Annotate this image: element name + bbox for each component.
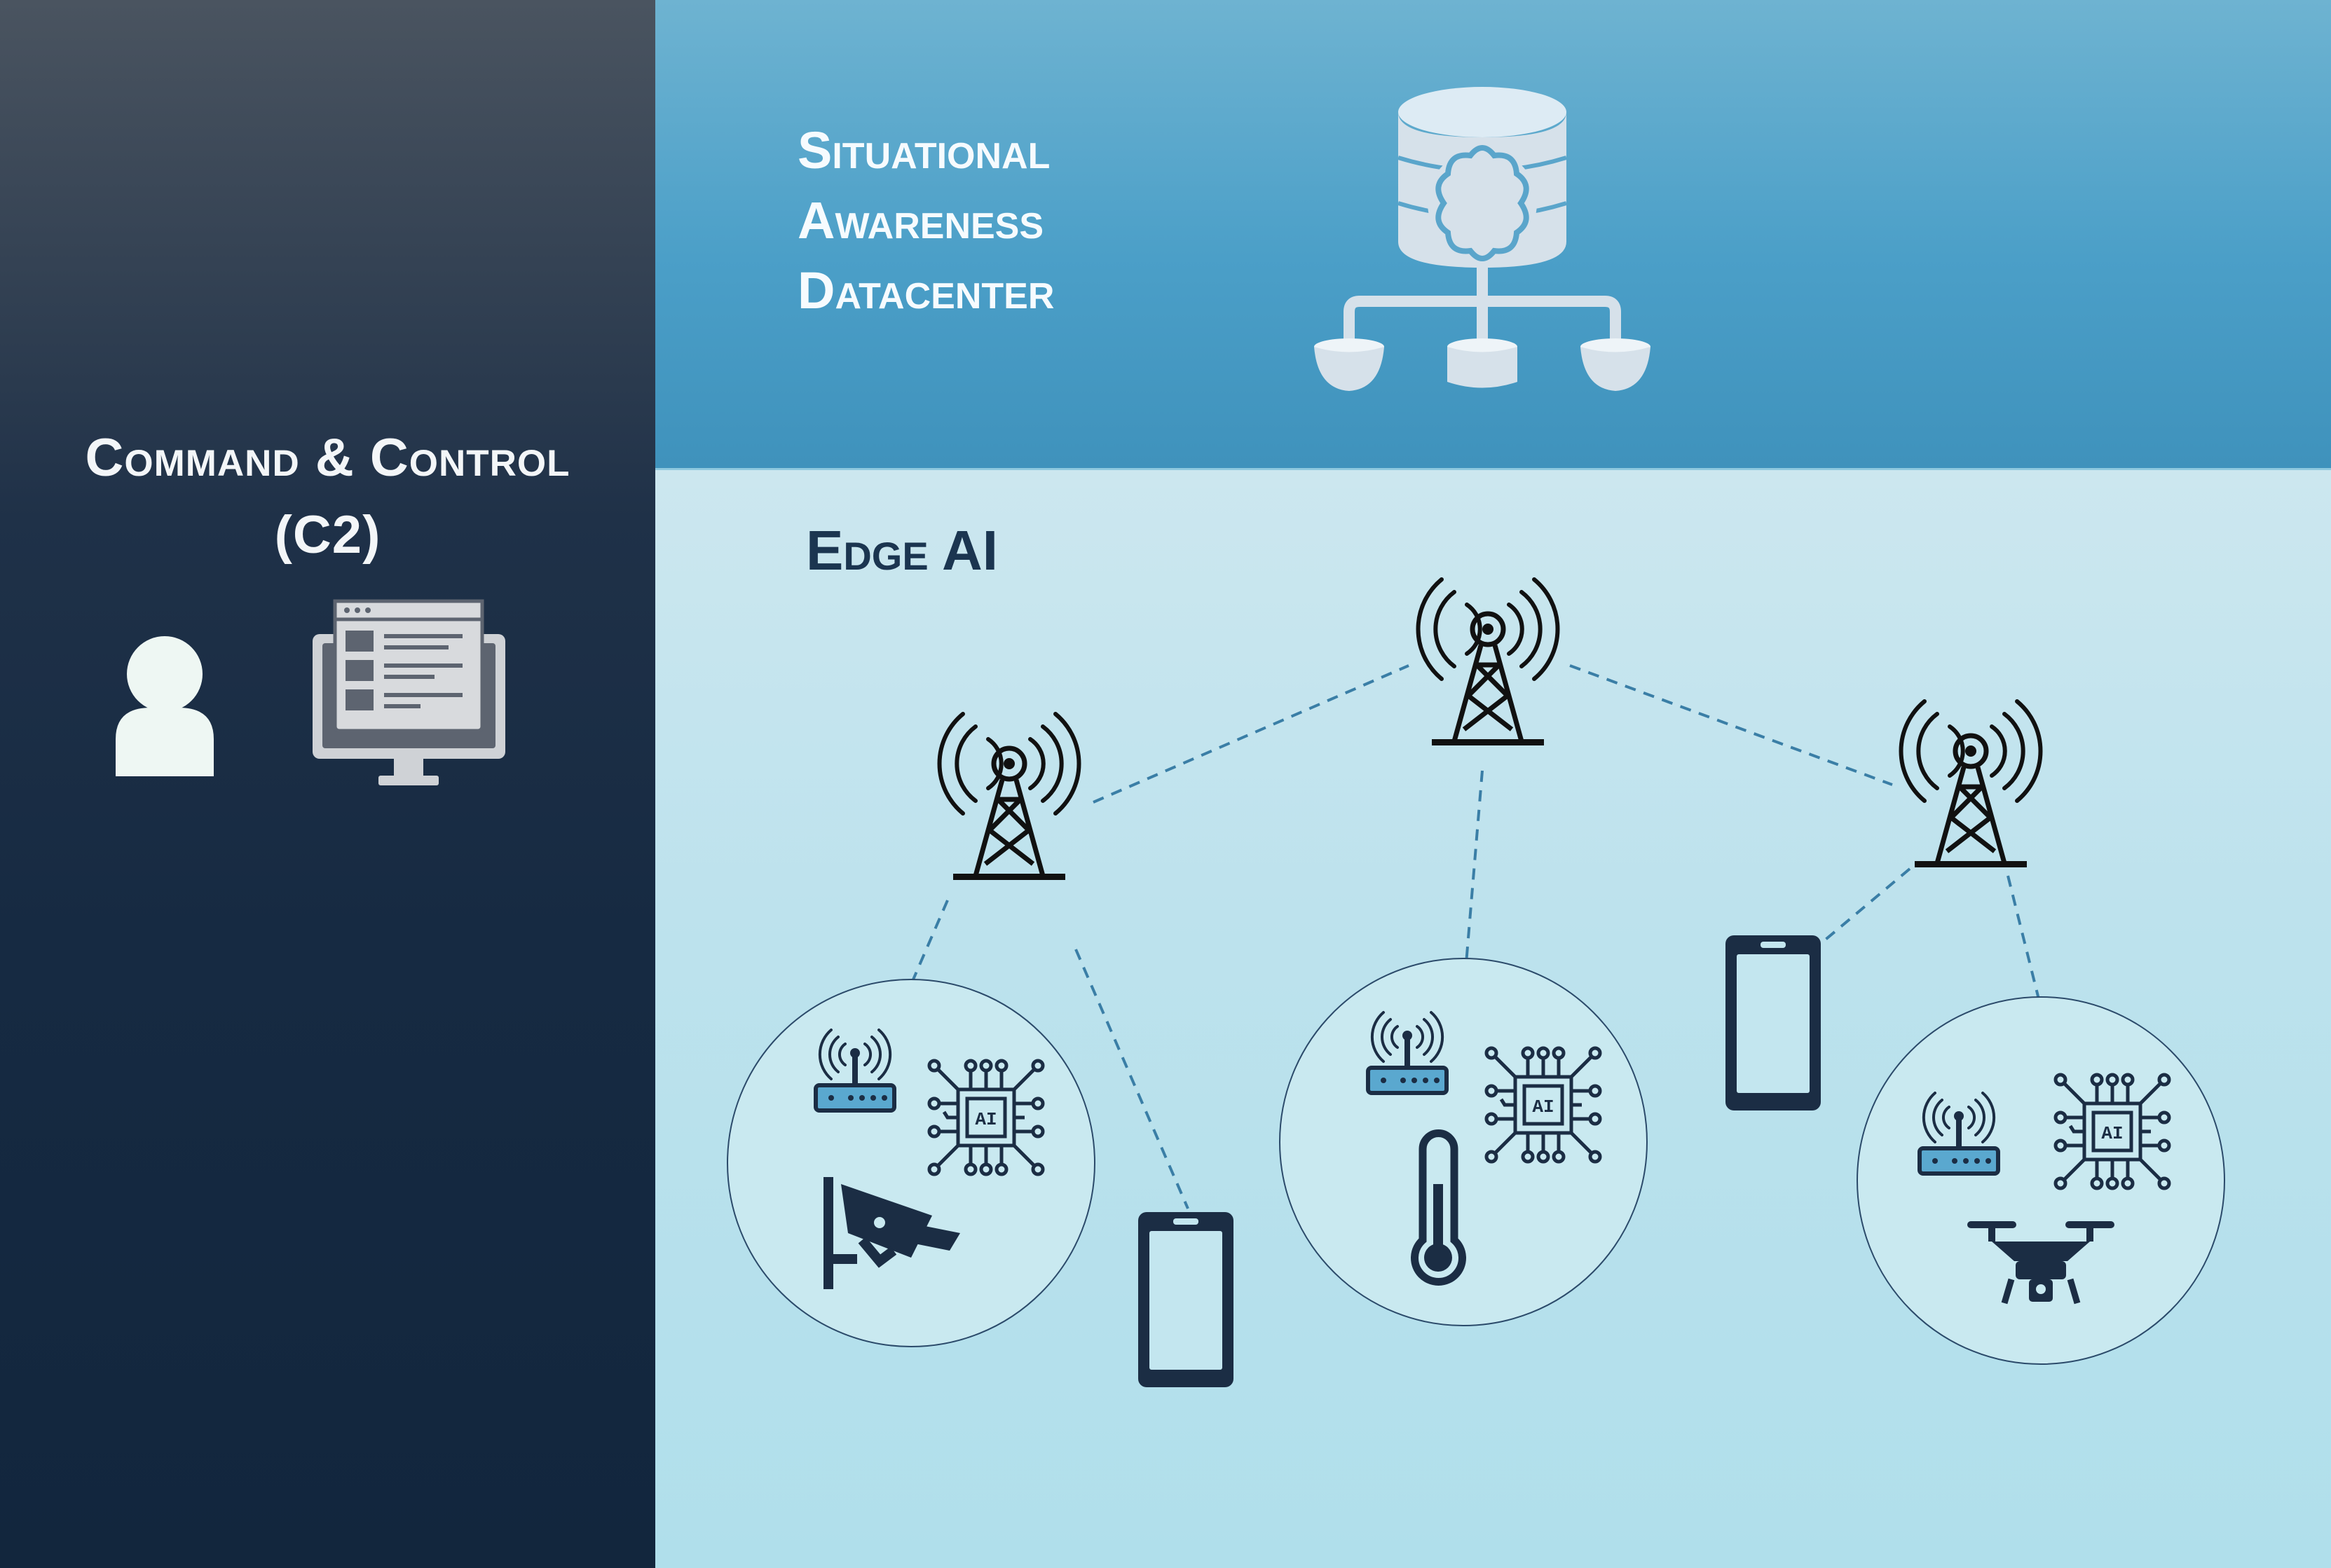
thermometer-icon xyxy=(1411,1129,1466,1286)
cell-tower-icon xyxy=(1419,579,1558,745)
security-camera-icon xyxy=(823,1177,960,1289)
c2-title: Command & Control xyxy=(85,428,570,488)
person-icon xyxy=(116,636,214,776)
datacenter-title-line2: Awareness xyxy=(798,191,1044,249)
edge-ai-title: Edge AI xyxy=(806,519,998,582)
edge-cluster xyxy=(1279,958,1648,1326)
smartphone-icon xyxy=(1138,1212,1233,1387)
datacenter-title-line3: Datacenter xyxy=(798,261,1055,319)
drone-icon xyxy=(1967,1221,2114,1305)
cell-tower-icon xyxy=(1901,701,2041,867)
datacenter-title-line1: Situational xyxy=(798,121,1051,179)
cell-tower-icon xyxy=(940,714,1079,880)
c2-subtitle: (C2) xyxy=(274,505,381,565)
monitor-dashboard-icon xyxy=(313,599,505,785)
smartphone-icon xyxy=(1725,935,1821,1110)
network-links xyxy=(910,664,2041,1209)
edge-cluster xyxy=(1857,996,2225,1365)
command-control-panel xyxy=(0,0,655,1566)
ai-database-hierarchy-icon xyxy=(1314,87,1650,391)
